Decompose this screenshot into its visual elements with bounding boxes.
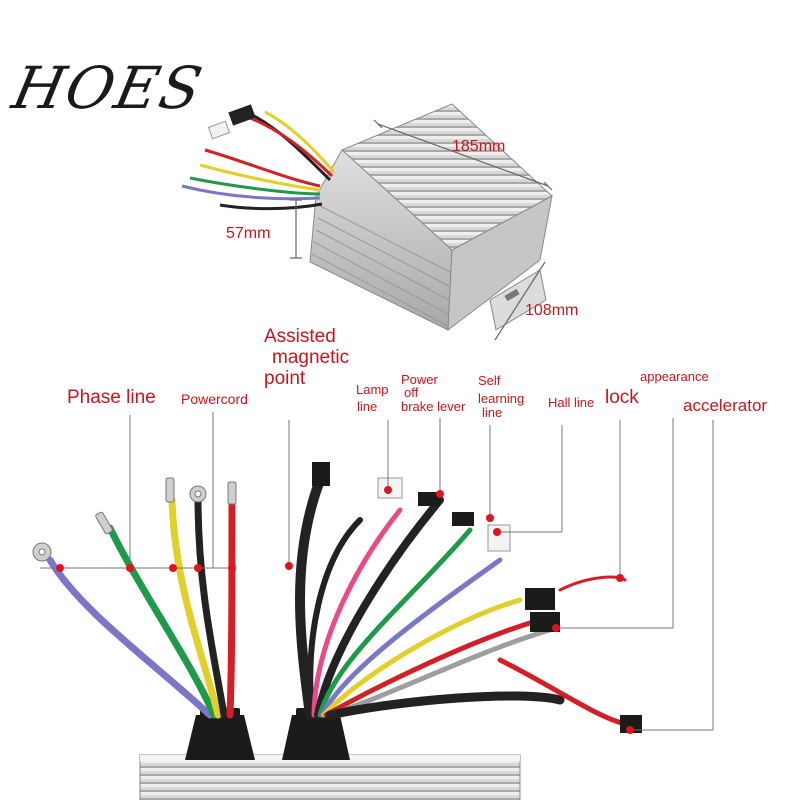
- dimension-lines: [290, 119, 553, 341]
- controller-box: [181, 103, 553, 332]
- label-lamp: Lamp: [356, 382, 389, 397]
- label-learning: learning: [478, 391, 525, 406]
- label-hall-line: Hall line: [548, 395, 595, 410]
- label-off: off: [404, 385, 419, 400]
- label-assisted: Assisted: [264, 326, 336, 347]
- bottom-housing: [139, 754, 521, 800]
- signal-wires: [295, 475, 633, 728]
- label-self: Self: [478, 373, 501, 388]
- label-powercord: Powercord: [181, 391, 248, 407]
- label-brake-lever: brake lever: [401, 399, 466, 414]
- ring-terminals: [32, 477, 237, 562]
- label-accelerator: accelerator: [683, 396, 768, 415]
- label-self-line: line: [482, 405, 503, 420]
- dim-height-label: 57mm: [226, 225, 271, 242]
- label-lock: lock: [605, 387, 639, 408]
- label-phase-line: Phase line: [67, 387, 156, 408]
- callout-markers: [56, 486, 634, 734]
- phase-wires: [46, 494, 236, 719]
- dim-width-label: 108mm: [525, 302, 579, 319]
- label-power: Power: [401, 372, 438, 387]
- label-magnetic: magnetic: [272, 347, 350, 368]
- callout-lines: [40, 412, 714, 731]
- label-appearance: appearance: [640, 369, 709, 384]
- label-point: point: [264, 368, 306, 389]
- dim-length-label: 185mm: [452, 138, 506, 155]
- label-lamp-line: line: [357, 399, 378, 414]
